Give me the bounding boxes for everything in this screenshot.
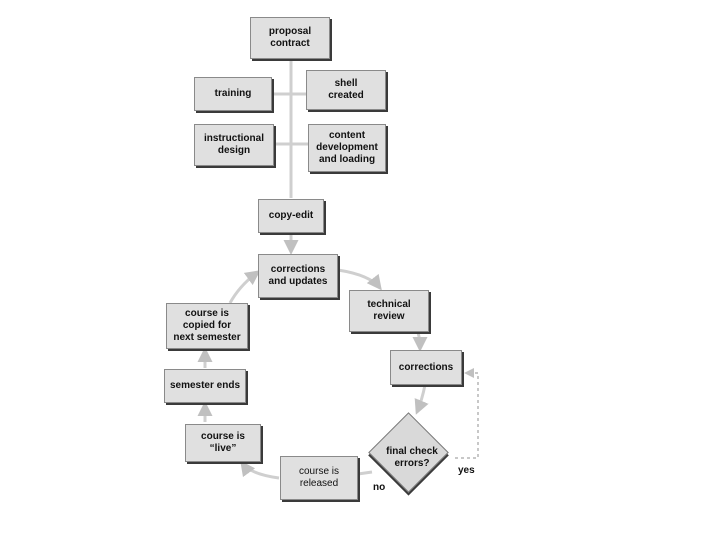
node-shell-created: shell created bbox=[306, 70, 386, 110]
node-corrections: corrections bbox=[390, 350, 462, 385]
node-proposal-contract: proposal contract bbox=[250, 17, 330, 59]
node-corrections-updates: corrections and updates bbox=[258, 254, 338, 298]
arrow-review-corrections bbox=[412, 331, 428, 352]
arrow-released-live bbox=[240, 460, 280, 480]
node-copy-edit: copy-edit bbox=[258, 199, 324, 233]
node-instructional-design: instructional design bbox=[194, 124, 274, 166]
arrow-updates-review bbox=[337, 268, 382, 291]
arrow-copied-updates bbox=[228, 270, 261, 304]
arrow-corrections-check bbox=[414, 384, 429, 415]
arrow-check-yes-corrections bbox=[455, 368, 479, 459]
edge-label-no: no bbox=[373, 482, 386, 493]
node-course-copied: course is copied for next semester bbox=[166, 303, 248, 349]
node-technical-review: technical review bbox=[349, 290, 429, 332]
node-final-check-label: final check errors? bbox=[386, 446, 438, 469]
node-content-development: content development and loading bbox=[308, 124, 386, 172]
node-training: training bbox=[194, 77, 272, 111]
node-semester-ends: semester ends bbox=[164, 369, 246, 403]
edge-label-yes: yes bbox=[458, 465, 475, 476]
node-course-live: course is “live” bbox=[185, 424, 261, 462]
node-course-released: course is released bbox=[280, 456, 358, 500]
